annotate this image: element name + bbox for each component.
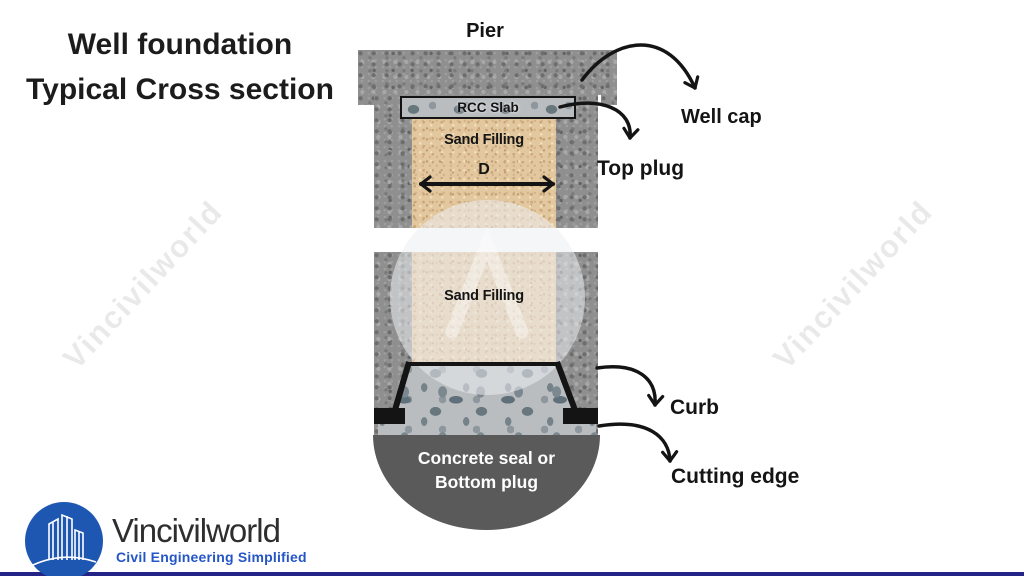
page-title: Well foundation Typical Cross section (0, 22, 360, 112)
seal-label-line-2: Bottom plug (434, 472, 539, 492)
arrow-cutting-edge (597, 422, 679, 463)
watermark-right: Vincivilworld (766, 193, 940, 376)
rcc-slab-box (400, 96, 576, 119)
label-sand-filling-upper: Sand Filling (444, 132, 524, 148)
seal-label-line-1: Concrete seal or (417, 448, 556, 468)
watermark-left: Vincivilworld (56, 193, 230, 376)
label-pier: Pier (466, 20, 504, 42)
title-line-2: Typical Cross section (26, 73, 334, 106)
label-diameter: D (478, 161, 490, 178)
footer-bar (0, 572, 1024, 576)
callout-top-plug: Top plug (597, 157, 685, 180)
brand-logo (25, 502, 103, 576)
callout-cutting-edge: Cutting edge (671, 465, 800, 488)
brand-name: Vincivilworld (112, 512, 281, 549)
well-cap-slab (358, 50, 617, 95)
well-cap-step-left (358, 95, 374, 105)
callout-well-cap: Well cap (681, 106, 762, 128)
brand-tagline: Civil Engineering Simplified (116, 549, 307, 565)
label-sand-filling-lower: Sand Filling (444, 288, 524, 304)
arrow-curb (595, 365, 665, 407)
callout-curb: Curb (670, 396, 719, 419)
bottom-plug-seal: Concrete seal or Bottom plug (373, 435, 600, 530)
well-cap-step-right (601, 95, 617, 105)
buildings-icon (32, 513, 97, 566)
label-rcc-slab: RCC Slab (457, 100, 519, 115)
title-line-1: Well foundation (67, 28, 293, 61)
